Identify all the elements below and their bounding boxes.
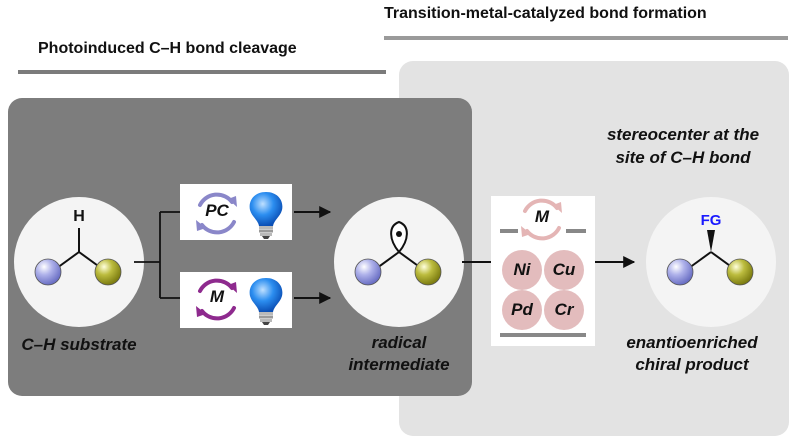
radical-circle xyxy=(334,197,464,327)
pc-label: PC xyxy=(205,201,229,220)
hydrogen-atom-label: H xyxy=(73,208,85,225)
olive-sphere xyxy=(414,258,442,286)
substrate-molecule xyxy=(34,228,122,286)
product-molecule xyxy=(666,230,754,286)
blue-sphere xyxy=(666,258,694,286)
m-label: M xyxy=(209,287,225,306)
photoinduced-header: Photoinduced C–H bond cleavage xyxy=(38,40,297,57)
product-circle xyxy=(646,197,776,327)
blue-sphere xyxy=(354,258,382,286)
metal-pd: Pd xyxy=(502,290,542,330)
olive-sphere xyxy=(726,258,754,286)
functional-group-label: FG xyxy=(700,212,722,229)
metal-ni: Ni xyxy=(502,250,542,290)
radical-electron xyxy=(396,231,402,237)
branch-connector xyxy=(134,211,180,299)
radical-molecule xyxy=(354,220,442,286)
metal-cu: Cu xyxy=(544,250,584,290)
light-bulb-icon xyxy=(249,278,283,325)
light-bulb-icon xyxy=(249,192,283,239)
metal-m-label: M xyxy=(534,207,550,226)
pc-cycle-icon xyxy=(196,192,237,235)
radical-label-line1: radical xyxy=(371,333,427,352)
photoinduced-rule xyxy=(18,70,386,74)
metal-cr: Cr xyxy=(544,290,584,330)
substrate-label: C–H substrate xyxy=(21,335,137,354)
blue-sphere xyxy=(34,258,62,286)
transition-metal-rule xyxy=(384,36,788,40)
stereocenter-note-line1: stereocenter at the xyxy=(606,125,760,144)
metal-cycle-icon xyxy=(521,198,562,241)
product-label-line1: enantioenriched xyxy=(626,333,758,352)
stereo-wedge-bond xyxy=(707,230,715,252)
substrate-circle xyxy=(14,197,144,327)
olive-sphere xyxy=(94,258,122,286)
transition-metal-header: Transition-metal-catalyzed bond formatio… xyxy=(384,5,707,22)
product-label-line2: chiral product xyxy=(635,355,749,374)
radical-label-line2: intermediate xyxy=(348,355,450,374)
m-cycle-icon xyxy=(196,278,237,321)
stereocenter-note-line2: site of C–H bond xyxy=(615,148,751,167)
